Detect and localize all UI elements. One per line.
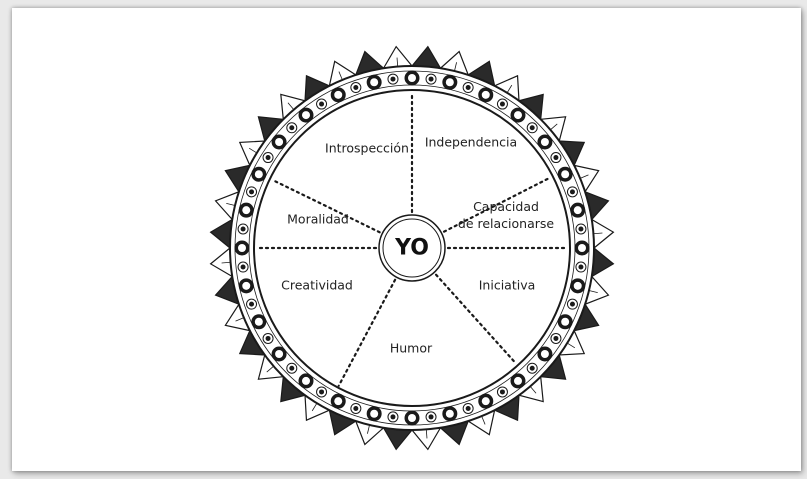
ornament-dot-core xyxy=(353,406,358,411)
ornament-dot-core xyxy=(370,78,378,86)
ornament-dot-core xyxy=(353,85,358,90)
ornament-dot-core xyxy=(370,410,378,418)
ornament-dot-core xyxy=(408,74,416,82)
label-capacidad: Capacidad de relacionarse xyxy=(458,198,554,232)
ornament-dot-core xyxy=(249,302,254,307)
ornament-dot-core xyxy=(241,265,246,270)
ornament-dot-core xyxy=(541,350,549,358)
ornament-dot-core xyxy=(578,244,586,252)
ornament-dot-core xyxy=(334,397,342,405)
ornament-dot-core xyxy=(578,226,583,231)
ornament-dot-core xyxy=(553,336,558,341)
ornament-dot-core xyxy=(574,282,582,290)
ornament-dot-core xyxy=(570,302,575,307)
ornament-dot-core xyxy=(238,244,246,252)
ornament-dot-core xyxy=(530,366,535,371)
label-humor: Humor xyxy=(390,340,432,357)
tooth xyxy=(412,47,440,69)
ornament-dot-core xyxy=(574,206,582,214)
ornament-dot-core xyxy=(289,366,294,371)
ornament-dot-core xyxy=(553,155,558,160)
ornament-dot-core xyxy=(541,138,549,146)
ornament-dot-core xyxy=(578,265,583,270)
diagram-card: YO Introspección Independencia Capacidad… xyxy=(12,8,801,471)
ornament-dot-core xyxy=(561,318,569,326)
ornament-dot-core xyxy=(302,377,310,385)
ornament-dot-core xyxy=(500,389,505,394)
ornament-dot-core xyxy=(482,397,490,405)
ornament-dot-core xyxy=(249,189,254,194)
ornament-dot-core xyxy=(514,111,522,119)
ornament-dot-core xyxy=(429,414,434,419)
ornament-dot-core xyxy=(242,282,250,290)
ornament-dot-core xyxy=(319,102,324,107)
ornament-dot-core xyxy=(266,155,271,160)
label-introspeccion: Introspección xyxy=(325,140,409,157)
ornament-dot-core xyxy=(390,77,395,82)
ornament-dot-core xyxy=(500,102,505,107)
ornament-dot-core xyxy=(255,170,263,178)
tooth xyxy=(384,428,412,450)
ornament-dot-core xyxy=(561,170,569,178)
ornament-dot-core xyxy=(266,336,271,341)
ornament-dot-core xyxy=(429,77,434,82)
label-independencia: Independencia xyxy=(425,134,517,151)
tooth xyxy=(211,220,233,248)
ornament-dot-core xyxy=(390,414,395,419)
ornament-dot-core xyxy=(570,189,575,194)
ornament-dot-core xyxy=(466,85,471,90)
ornament-dot-core xyxy=(255,318,263,326)
ornament-dot-core xyxy=(466,406,471,411)
ornament-dot-core xyxy=(241,226,246,231)
ornament-dot-core xyxy=(446,410,454,418)
label-iniciativa: Iniciativa xyxy=(479,277,536,294)
ornament-dot-core xyxy=(446,78,454,86)
ornament-dot-core xyxy=(408,414,416,422)
ornament-dot-core xyxy=(334,91,342,99)
center-label: YO xyxy=(395,236,429,261)
ornament-dot-core xyxy=(289,125,294,130)
ornament-dot-core xyxy=(482,91,490,99)
label-moralidad: Moralidad xyxy=(287,211,349,228)
ornament-dot-core xyxy=(302,111,310,119)
ornament-dot-core xyxy=(242,206,250,214)
ornament-dot-core xyxy=(275,138,283,146)
tooth xyxy=(592,248,614,276)
ornament-dot-core xyxy=(319,389,324,394)
ornament-dot-core xyxy=(514,377,522,385)
ornament-dot-core xyxy=(530,125,535,130)
label-creatividad: Creatividad xyxy=(281,277,353,294)
ornament-dot-core xyxy=(275,350,283,358)
